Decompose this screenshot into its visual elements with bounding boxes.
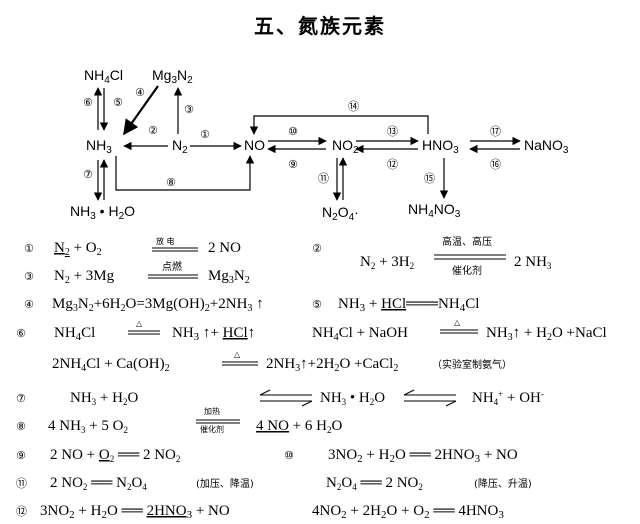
step-3: ③ [184, 103, 194, 116]
step-11: ⑪ [318, 172, 329, 185]
eq11b-note: (降压、升温) [474, 477, 532, 490]
eq6b-rhs: NH3↑ + H2O +NaCl [486, 325, 607, 343]
step-7: ⑦ [83, 168, 93, 181]
step-1: ① [200, 128, 210, 141]
eq7-c: NH4+ + OH- [472, 389, 544, 407]
step-6: ⑥ [83, 96, 93, 109]
eq12b-text: 4NO2 + 2H2O + O2 ══ 4HNO3 [312, 503, 504, 521]
eq2-rhs: 2 NH3 [514, 254, 552, 271]
eq-num-10: ⑩ [284, 449, 294, 462]
node-nh4no3: NH4NO3 [408, 201, 461, 220]
node-no: NO [244, 137, 265, 153]
eq8-lhs: 4 NH3 + 5 O2 [48, 418, 128, 435]
node-no2: NO2 [332, 137, 359, 156]
eq8-rhs: 4 NO + 6 H2O [256, 418, 342, 435]
eq2-lhs: N2 + 3H2 [360, 254, 414, 271]
step-2: ② [148, 124, 158, 137]
eq8-cond-bottom: 催化剂 [200, 424, 224, 434]
step-15: ⑮ [424, 172, 435, 185]
eq11a-note: (加压、降温) [196, 477, 254, 490]
step-14: ⑭ [348, 100, 359, 113]
step-17: ⑰ [490, 125, 501, 138]
diagram-step-numbers: ⑥ ⑤ ④ ③ ② ① ⑦ ⑧ ⑭ ⑩ ⑨ ⑬ ⑫ ⑪ ⑮ ⑰ ⑯ [83, 86, 501, 189]
node-n2o4: N2O4· [322, 204, 359, 223]
eq11a-text: 2 NO2 ══ N2O4 [50, 475, 147, 492]
diagram-arrows [93, 85, 521, 201]
eq1-cond: 放 电 [156, 236, 175, 246]
eq2-cond-bottom: 催化剂 [452, 264, 482, 277]
page-title: 五、氮族元素 [254, 14, 386, 38]
eq1-lhs: N2 + O2 [54, 240, 102, 258]
eq6c-rhs: 2NH3↑+2H2O +CaCl2 [266, 356, 398, 374]
eq5-text: NH3 + HCl═══NH4Cl [338, 296, 479, 314]
eq2-cond-top: 高温、高压 [442, 235, 492, 248]
eq3-cond: 点燃 [162, 260, 182, 273]
node-nh3: NH3 [86, 137, 112, 156]
step-4: ④ [135, 86, 145, 99]
eq-num-11: ⑪ [16, 477, 27, 490]
eq-num-1: ① [24, 242, 34, 255]
eq6c-cond: △ [234, 350, 241, 359]
eq6c-note: （实验室制氨气） [432, 358, 512, 371]
eq-num-4: ④ [24, 298, 34, 311]
eq6b-lhs: NH4Cl + NaOH [312, 325, 408, 343]
step-8: ⑧ [166, 176, 176, 189]
eq-num-9: ⑨ [16, 449, 26, 462]
eq-num-8: ⑧ [16, 420, 26, 433]
node-hno3: HNO3 [422, 137, 459, 156]
eq11b-text: N2O4 ══ 2 NO2 [326, 475, 423, 492]
step-9: ⑨ [288, 158, 298, 171]
eq-num-3: ③ [24, 270, 34, 283]
step-13: ⑬ [387, 125, 398, 138]
eq6a-cond: △ [136, 319, 143, 328]
eq3-rhs: Mg3N2 [208, 268, 250, 286]
eq12a-text: 3NO2 + H2O ══ 2HNO3 + NO [40, 503, 230, 521]
node-nh4cl: NH4Cl [84, 67, 123, 86]
step-5: ⑤ [113, 96, 123, 109]
node-nano3: NaNO3 [524, 137, 569, 156]
eq4-text: Mg3N2+6H2O=3Mg(OH)2+2NH3 ↑ [52, 296, 264, 314]
eq3-lhs: N2 + 3Mg [54, 268, 115, 286]
node-nh3h2o: NH3 • H2O [70, 203, 135, 222]
eq6a-lhs: NH4Cl [54, 325, 95, 343]
eq1-rhs: 2 NO [208, 240, 241, 256]
step-16: ⑯ [490, 158, 501, 171]
eq-num-2: ② [312, 242, 322, 255]
eq-num-5: ⑤ [312, 298, 322, 311]
eq-num-6: ⑥ [16, 327, 26, 340]
eq7-a: NH3 + H2O [70, 390, 138, 407]
eq8-cond-top: 加热 [204, 406, 220, 416]
node-mg3n2: Mg3N2 [152, 67, 193, 86]
step-12: ⑫ [387, 158, 398, 171]
eq-num-7: ⑦ [16, 392, 26, 405]
eq6b-cond: △ [454, 318, 461, 327]
eq6a-rhs: NH3 ↑+ HCl↑ [172, 325, 255, 343]
node-n2: N2 [172, 137, 188, 156]
step-10: ⑩ [288, 125, 298, 138]
eq-num-12: ⑫ [16, 505, 27, 518]
eq9-text: 2 NO + O2 ══ 2 NO2 [50, 447, 180, 464]
eq6c-lhs: 2NH4Cl + Ca(OH)2 [52, 356, 170, 374]
eq10-text: 3NO2 + H2O ══ 2HNO3 + NO [328, 447, 518, 465]
equations: ① N2 + O2 放 电 2 NO ② N2 + 3H2 高温、高压 催化剂 … [16, 235, 607, 521]
eq7-b: NH3 • H2O [320, 390, 385, 407]
